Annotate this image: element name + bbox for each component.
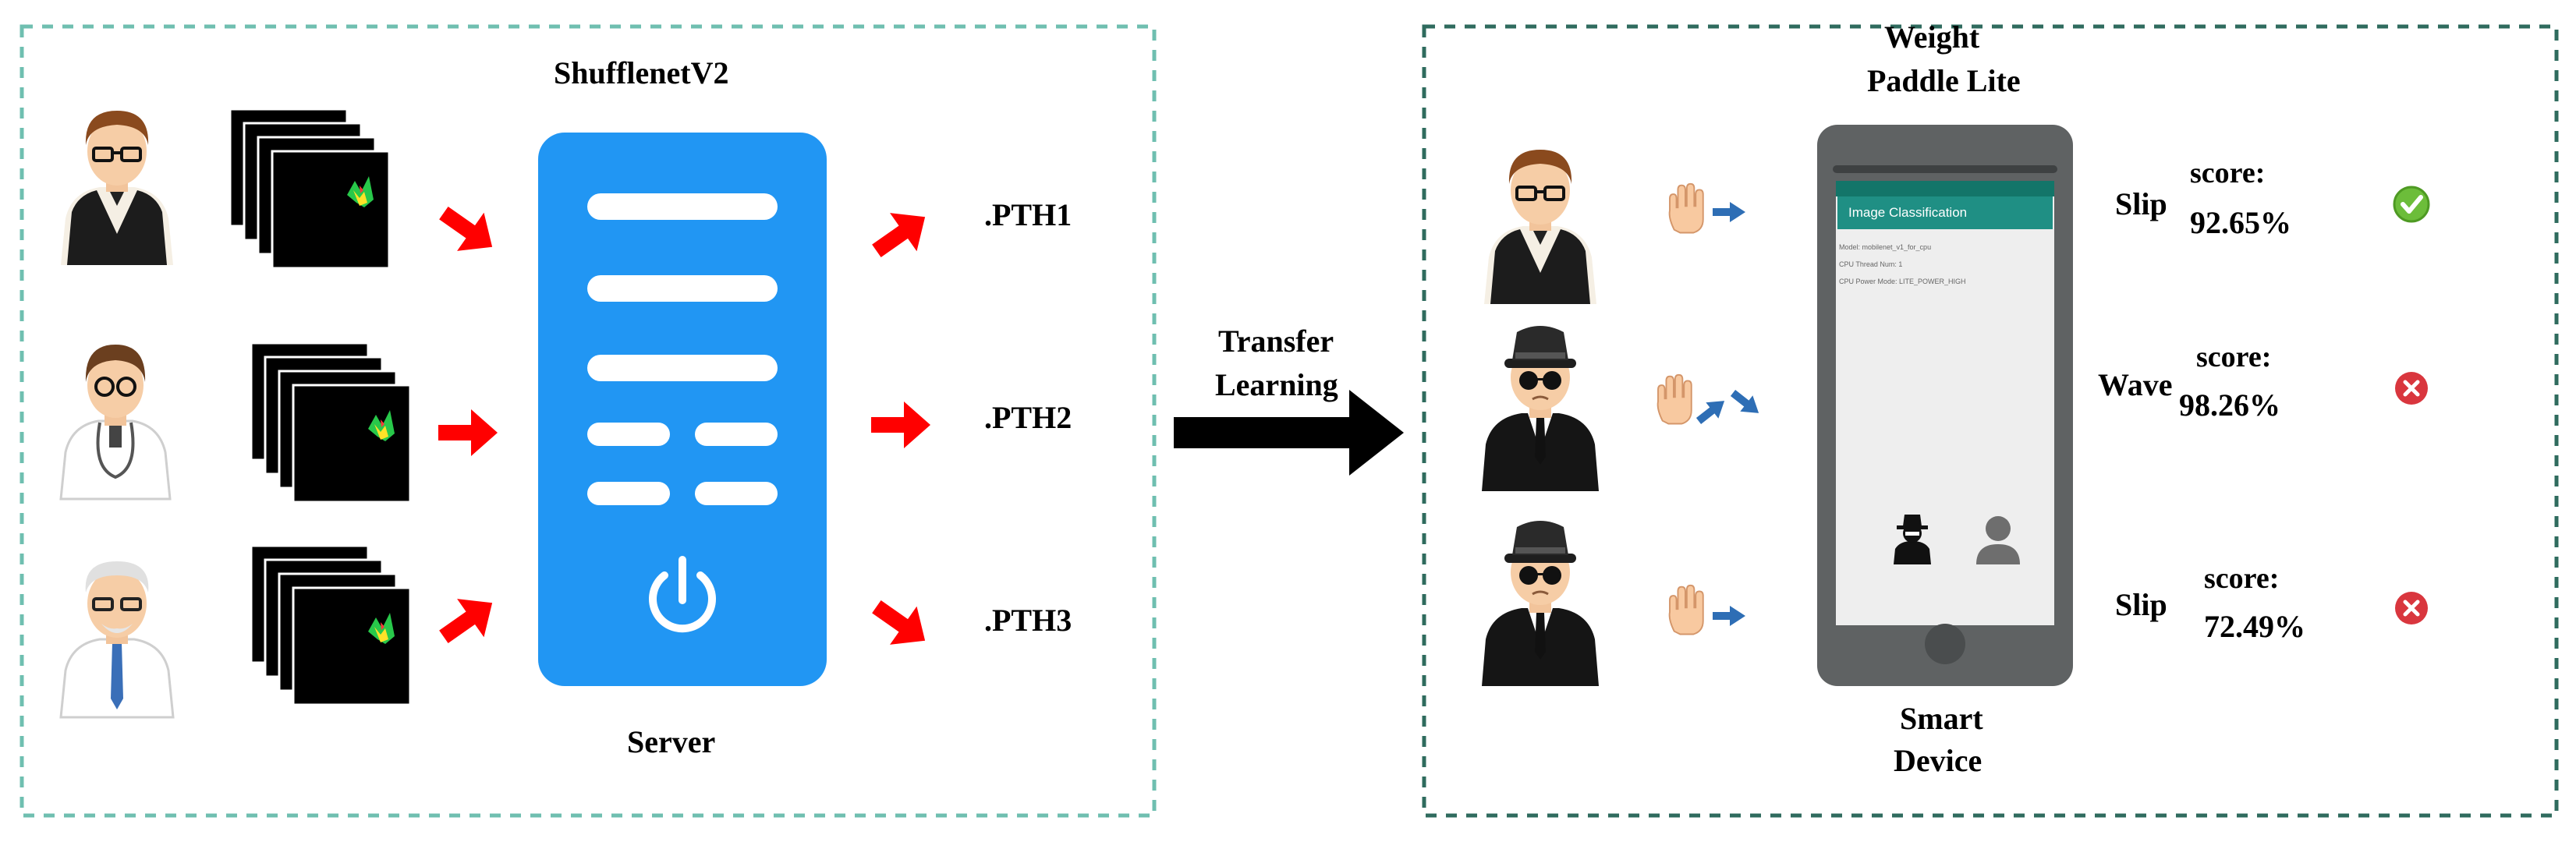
- person-1-icon: [59, 109, 175, 267]
- device-label: Device: [1894, 743, 1982, 778]
- gesture-label-1: Slip: [2115, 186, 2167, 221]
- slip-arrow-icon-3: [1713, 606, 1745, 626]
- phone-spy-icon: [1894, 515, 1931, 564]
- score-value-2: 98.26%: [2179, 387, 2280, 423]
- arrow-to-pth3: [863, 587, 939, 660]
- right-spy-1-icon: [1480, 324, 1600, 493]
- output-pth2: .PTH2: [984, 400, 1072, 435]
- paddle-lite-title: Paddle Lite: [1867, 63, 2021, 98]
- transfer-label: Transfer: [1218, 324, 1334, 359]
- score-value-3: 72.49%: [2204, 609, 2305, 644]
- gesture-label-3: Slip: [2115, 587, 2167, 622]
- arrow-to-pth1: [863, 197, 939, 271]
- wrong-cross-icon-2: [2395, 592, 2428, 624]
- learning-label: Learning: [1215, 367, 1338, 402]
- phone-info-line: CPU Power Mode: LITE_POWER_HIGH: [1839, 278, 1966, 285]
- gesture-label-2: Wave: [2098, 367, 2173, 402]
- server-icon: [538, 133, 827, 686]
- phone-app-title: Image Classification: [1837, 196, 2053, 229]
- wrong-cross-icon-1: [2395, 372, 2428, 405]
- right-panel-frame: [1422, 24, 2559, 818]
- smartphone-icon: [1817, 125, 2073, 686]
- hand-icon-3: [1668, 584, 1704, 635]
- server-label: Server: [627, 724, 716, 759]
- model-title: ShufflenetV2: [554, 55, 729, 90]
- arrow-to-pth2: [871, 402, 930, 448]
- left-panel-frame: [19, 24, 1157, 818]
- phone-info-line: Model: mobilenet_v1_for_cpu: [1839, 243, 1932, 251]
- score-label-2: score:: [2196, 341, 2272, 373]
- output-pth1: .PTH1: [984, 197, 1072, 232]
- person-3-elder-icon: [59, 561, 175, 719]
- slip-arrow-icon-1: [1713, 202, 1745, 222]
- frame-stack-2: [250, 341, 412, 504]
- phone-info: Model: mobilenet_v1_for_cpu CPU Thread N…: [1839, 239, 2050, 290]
- smart-label: Smart: [1900, 701, 1983, 736]
- frame-stack-3: [250, 544, 412, 706]
- phone-info-line: CPU Thread Num: 1: [1839, 260, 1903, 268]
- frame-stack-1: [229, 108, 391, 270]
- phone-user-icon: [1976, 516, 2020, 564]
- weight-title: Weight: [1884, 19, 1980, 55]
- output-pth3: .PTH3: [984, 603, 1072, 638]
- transfer-arrow: [1174, 390, 1404, 476]
- person-2-doctor-icon: [59, 345, 172, 501]
- hand-icon-1: [1668, 182, 1704, 234]
- arrow-to-server-1: [430, 193, 506, 267]
- wave-arrow-down-icon: [1726, 384, 1766, 422]
- right-spy-2-icon: [1480, 519, 1600, 688]
- wave-arrow-up-icon: [1692, 392, 1731, 430]
- correct-check-icon: [2393, 186, 2430, 223]
- hand-icon-2: [1657, 373, 1692, 425]
- arrow-to-server-2: [438, 409, 498, 456]
- score-label-3: score:: [2204, 562, 2280, 595]
- score-label-1: score:: [2190, 157, 2266, 189]
- score-value-1: 92.65%: [2190, 205, 2291, 240]
- right-person-1-icon: [1483, 148, 1598, 306]
- arrow-to-server-3: [430, 583, 506, 656]
